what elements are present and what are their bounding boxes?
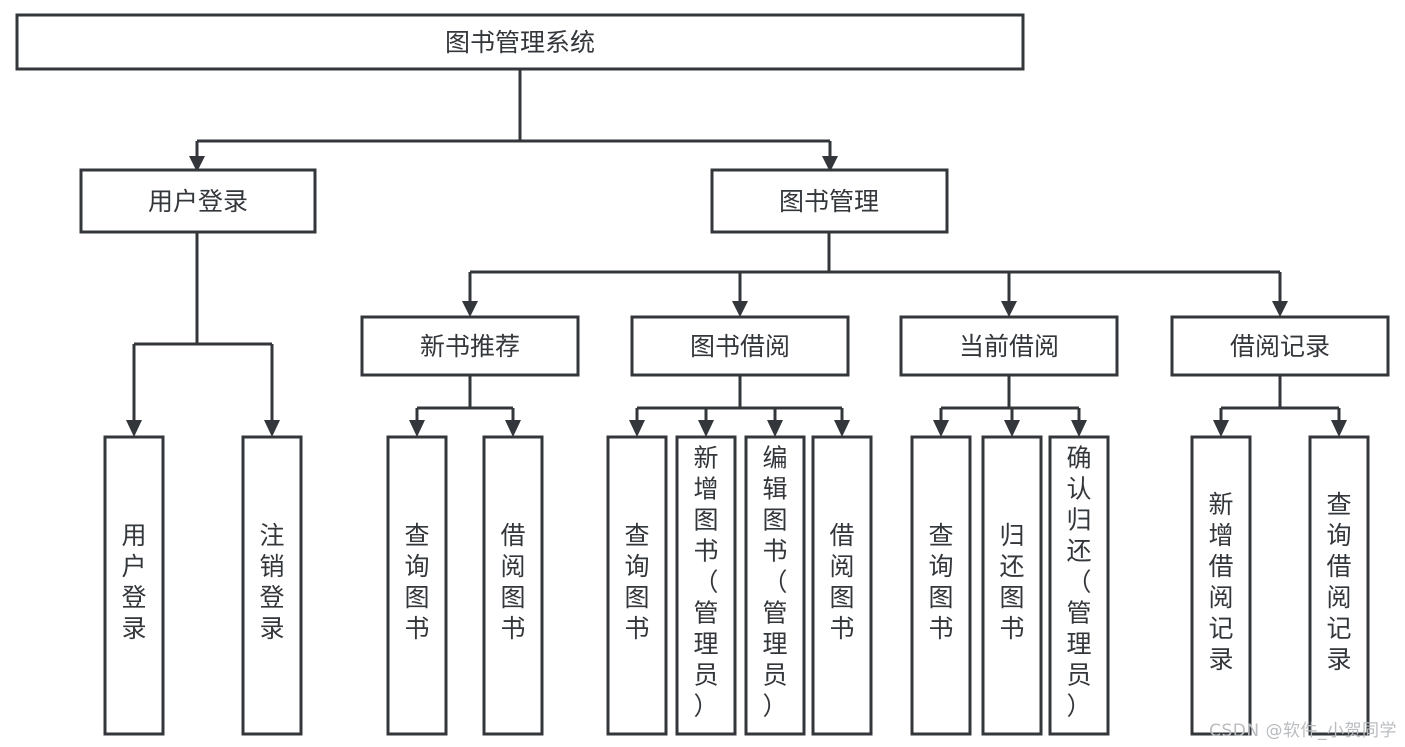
leaf-node-box: [386, 435, 448, 736]
leaf-node[interactable]: 借阅图书: [811, 435, 873, 736]
leaf-node[interactable]: 借阅图书: [482, 435, 544, 736]
leaf-node-box: [482, 435, 544, 736]
leaf-node[interactable]: 查询图书: [386, 435, 448, 736]
node-borrow-record[interactable]: 借阅记录: [1170, 315, 1390, 377]
leaf-node[interactable]: 确认归还（管理员）: [1048, 435, 1110, 736]
node-current-borrow-box: [899, 315, 1119, 377]
leaf-node[interactable]: 编辑图书（管理员）: [744, 435, 806, 736]
leaf-node-box: [1190, 435, 1252, 736]
leaf-node[interactable]: 注销登录: [241, 435, 303, 736]
connector-group-borrow-to-leaves: [629, 375, 850, 437]
leaf-node[interactable]: 用户登录: [103, 435, 165, 736]
leaf-node-box: [606, 435, 668, 736]
node-new-book-recommend-label: 新书推荐: [420, 332, 520, 361]
node-root-label: 图书管理系统: [445, 28, 595, 57]
connector-group-userlogin-to-leaves: [126, 232, 280, 437]
leaf-node-box: [675, 435, 737, 736]
csdn-watermark: CSDN @软件_小贺同学: [1209, 721, 1397, 741]
leaf-node[interactable]: 新增图书（管理员）: [675, 435, 737, 736]
leaf-node-box: [910, 435, 972, 736]
leaf-node-box: [103, 435, 165, 736]
connector-group-newbook-to-leaves: [409, 375, 521, 437]
leaf-node-layer: 用户登录 注销登录 查询图书 借阅图书 查询图书 新增图书（管理员） 编辑图书（管理员） 借阅…: [103, 435, 1370, 736]
connector-group-bookmgmt-to-level3: [462, 232, 1288, 317]
leaf-node-label: 借阅图书: [500, 521, 525, 643]
node-book-borrow[interactable]: 图书借阅: [630, 315, 850, 377]
leaf-node-label: 查询图书: [624, 521, 649, 643]
leaf-node[interactable]: 新增借阅记录: [1190, 435, 1252, 736]
leaf-node-box: [744, 435, 806, 736]
node-current-borrow[interactable]: 当前借阅: [899, 315, 1119, 377]
connector-group-current-to-leaves: [933, 375, 1087, 437]
node-root-system[interactable]: 图书管理系统: [15, 13, 1025, 71]
leaf-node-label: 查询图书: [928, 521, 953, 643]
node-user-login[interactable]: 用户登录: [79, 168, 317, 234]
leaf-node-label: 用户登录: [121, 521, 146, 643]
leaf-node-box: [981, 435, 1043, 736]
leaf-node[interactable]: 查询图书: [606, 435, 668, 736]
node-root-box: [15, 13, 1025, 71]
leaf-node-label: 借阅图书: [829, 521, 854, 643]
node-current-borrow-label: 当前借阅: [959, 332, 1059, 361]
leaf-node-box: [1308, 435, 1370, 736]
leaf-node-label: 编辑图书（管理员）: [762, 444, 787, 721]
connector-group-record-to-leaves: [1213, 375, 1347, 437]
connector-group-root-to-level2: [189, 69, 838, 172]
node-borrow-record-box: [1170, 315, 1390, 377]
leaf-node[interactable]: 查询借阅记录: [1308, 435, 1370, 736]
node-borrow-record-label: 借阅记录: [1230, 332, 1330, 361]
leaf-node-label: 新增借阅记录: [1208, 490, 1233, 674]
node-user-login-label: 用户登录: [148, 187, 248, 216]
node-book-management-box: [710, 168, 949, 234]
leaf-node-label: 归还图书: [999, 521, 1024, 643]
leaf-node-label: 查询图书: [404, 521, 429, 643]
leaf-node-box: [811, 435, 873, 736]
node-book-management-label: 图书管理: [779, 187, 879, 216]
leaf-node-box: [1048, 435, 1110, 736]
leaf-node-label: 查询借阅记录: [1326, 490, 1351, 674]
leaf-node-box: [241, 435, 303, 736]
node-user-login-box: [79, 168, 317, 234]
leaf-node-label: 注销登录: [259, 521, 284, 643]
leaf-node[interactable]: 查询图书: [910, 435, 972, 736]
leaf-node-label: 新增图书（管理员）: [693, 444, 718, 721]
leaf-node-label: 确认归还（管理员）: [1066, 444, 1091, 721]
node-new-book-recommend-box: [360, 315, 580, 377]
node-book-borrow-label: 图书借阅: [690, 332, 790, 361]
leaf-node[interactable]: 归还图书: [981, 435, 1043, 736]
node-book-management[interactable]: 图书管理: [710, 168, 949, 234]
node-book-borrow-box: [630, 315, 850, 377]
node-new-book-recommend[interactable]: 新书推荐: [360, 315, 580, 377]
